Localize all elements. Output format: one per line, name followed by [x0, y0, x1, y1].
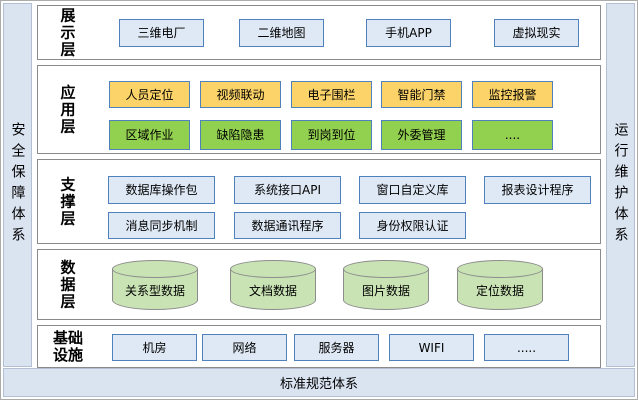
- support-item: 数据通讯程序: [234, 212, 341, 239]
- infrastructure-item: .....: [484, 334, 569, 361]
- infrastructure-item: 服务器: [294, 334, 379, 361]
- application-item: 人员定位: [109, 81, 190, 108]
- display-item: 三维电厂: [119, 19, 204, 47]
- operation-maintenance-label: 运行维护体系: [612, 122, 629, 248]
- display-item: 虚拟现实: [494, 19, 579, 47]
- support-item: 身份权限认证: [359, 212, 466, 239]
- cylinder-top: [457, 260, 543, 278]
- support-item: 报表设计程序: [484, 176, 591, 204]
- cylinder-top: [343, 260, 429, 278]
- database-cylinder: 关系型数据: [112, 260, 198, 310]
- database-cylinder: 文档数据: [230, 260, 316, 310]
- database-cylinder: 图片数据: [343, 260, 429, 310]
- layer-support: 支 撑 层 数据库操作包 系统接口API 窗口自定义库 报表设计程序 消息同步机…: [37, 159, 601, 244]
- application-item: 缺陷隐患: [200, 120, 281, 150]
- application-item: 视频联动: [200, 81, 281, 108]
- display-item: 二维地图: [239, 19, 324, 47]
- application-item: 到岗到位: [291, 120, 372, 150]
- application-item: 电子围栏: [291, 81, 372, 108]
- support-item: 数据库操作包: [108, 176, 215, 204]
- application-item: ....: [472, 120, 553, 150]
- application-item: 监控报警: [472, 81, 553, 108]
- layer-display: 展 示 层 三维电厂 二维地图 手机APP 虚拟现实: [37, 5, 601, 60]
- layer-display-label: 展 示 层: [60, 6, 76, 58]
- cylinder-label: 定位数据: [475, 284, 524, 298]
- database-cylinder: 定位数据: [457, 260, 543, 310]
- cylinder-label: 关系型数据: [124, 284, 185, 298]
- display-item: 手机APP: [366, 19, 451, 47]
- cylinder-top: [112, 260, 198, 278]
- layer-data: 数 据 层 关系型数据 文档数据 图片数据 定位数据: [37, 249, 601, 320]
- application-item: 外委管理: [381, 120, 462, 150]
- standards-bar: 标准规范体系: [3, 368, 635, 397]
- application-item: 智能门禁: [381, 81, 462, 108]
- cylinder-label: 文档数据: [248, 284, 297, 298]
- support-item: 消息同步机制: [108, 212, 215, 239]
- support-item: 系统接口API: [234, 176, 341, 204]
- layer-support-label: 支 撑 层: [60, 175, 76, 227]
- layer-data-label: 数 据 层: [60, 258, 76, 310]
- security-assurance-sidebar: 安全保障体系: [3, 3, 32, 367]
- application-item: 区域作业: [109, 120, 190, 150]
- support-item: 窗口自定义库: [359, 176, 466, 204]
- cylinder-top: [230, 260, 316, 278]
- standards-label: 标准规范体系: [279, 377, 358, 392]
- cylinder-label: 图片数据: [361, 284, 410, 298]
- operation-maintenance-sidebar: 运行维护体系: [606, 3, 635, 367]
- infrastructure-item: 网络: [202, 334, 287, 361]
- infrastructure-item: WIFI: [389, 334, 474, 361]
- layer-application: 应 用 层 人员定位 视频联动 电子围栏 智能门禁 监控报警 区域作业 缺陷隐患…: [37, 65, 601, 154]
- layer-infrastructure: 基础 设施 机房 网络 服务器 WIFI .....: [37, 325, 601, 368]
- security-assurance-label: 安全保障体系: [9, 122, 26, 248]
- layer-application-label: 应 用 层: [60, 83, 76, 135]
- layer-infrastructure-label: 基础 设施: [52, 328, 83, 364]
- infrastructure-item: 机房: [112, 334, 197, 361]
